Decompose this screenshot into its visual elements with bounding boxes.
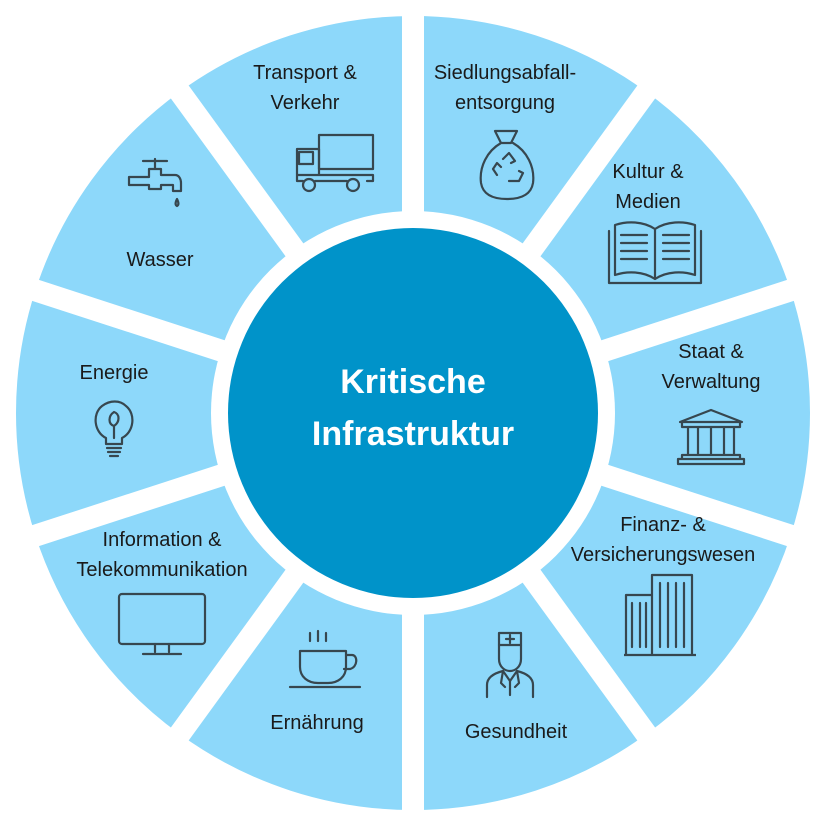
sector-label-gesundheit: Gesundheit — [465, 717, 567, 747]
sector-label-finanz: Finanz- & Versicherungswesen — [571, 510, 756, 570]
label-line: Information & — [102, 529, 222, 551]
label-line: Finanz- & — [620, 514, 706, 536]
sector-label-information: Information & Telekommunikation — [76, 525, 247, 585]
label-line: Verkehr — [270, 92, 340, 114]
sector-label-kultur: Kultur & Medien — [612, 157, 683, 217]
label-line: Transport & — [253, 62, 357, 84]
label-line: Siedlungsabfall- — [433, 62, 577, 84]
recycling-bag-icon — [477, 129, 537, 201]
sector-label-ernaehrung: Ernährung — [270, 708, 363, 738]
coffee-cup-icon — [288, 629, 366, 691]
truck-icon — [295, 133, 375, 193]
label-line: Gesundheit — [464, 721, 568, 743]
sector-label-energie: Energie — [80, 358, 149, 388]
sector-label-transport: Transport & Verkehr — [253, 58, 357, 118]
sector-label-wasser: Wasser — [126, 245, 193, 275]
label-line: Kultur & — [612, 161, 684, 183]
monitor-icon — [117, 592, 207, 658]
label-line: Ernährung — [270, 712, 364, 734]
label-line: entsorgung — [454, 92, 556, 114]
title-line-2: Infrastruktur — [311, 415, 515, 453]
label-line: Energie — [79, 362, 149, 384]
label-line: Staat & — [678, 341, 744, 363]
doctor-icon — [485, 631, 535, 699]
label-line: Medien — [615, 191, 681, 213]
center-title: Kritische Infrastruktur — [312, 356, 514, 460]
label-line: Telekommunikation — [76, 559, 248, 581]
label-line: Versicherungswesen — [570, 544, 756, 566]
center-circle — [228, 228, 598, 598]
light-bulb-icon — [92, 398, 136, 462]
government-building-icon — [676, 408, 746, 466]
water-tap-icon — [127, 157, 183, 217]
sector-label-siedlungsabfall: Siedlungsabfall-entsorgung — [434, 58, 576, 118]
book-icon — [607, 219, 703, 285]
title-line-1: Kritische — [340, 363, 486, 401]
office-building-icon — [624, 573, 696, 657]
label-line: Wasser — [126, 249, 194, 271]
sector-label-staat: Staat & Verwaltung — [662, 337, 761, 397]
label-line: Verwaltung — [661, 371, 761, 393]
